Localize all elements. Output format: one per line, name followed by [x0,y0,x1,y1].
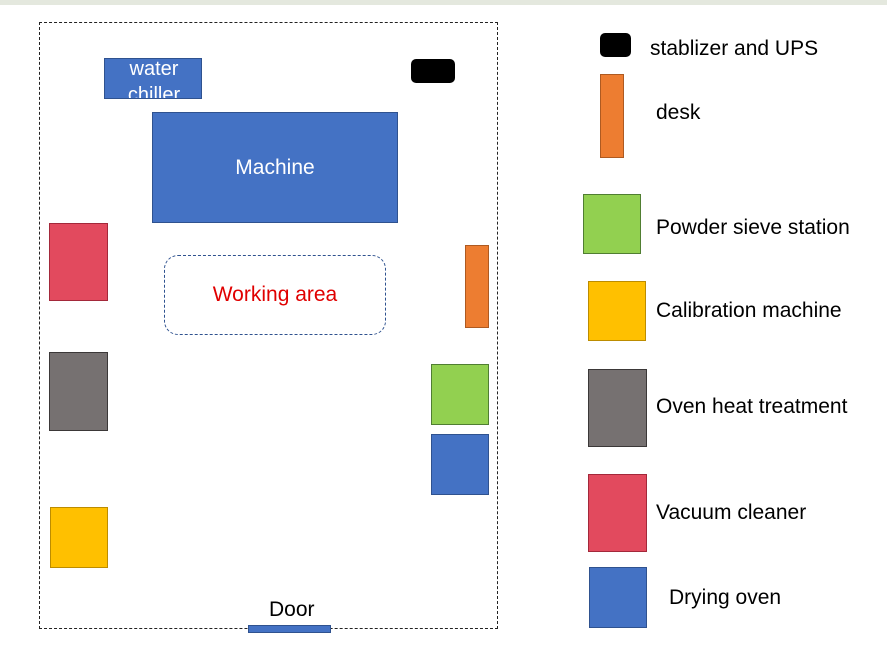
legend-swatch-vacuum [588,474,647,552]
calibration-machine [50,507,108,568]
oven-heat-treatment [49,352,108,431]
legend-label-desk: desk [656,101,701,124]
water-chiller-label: water chiller [127,58,181,99]
stabilizer-ups [411,59,455,83]
legend-label-vacuum: Vacuum cleaner [656,501,807,524]
working-area-label: Working area [212,283,338,306]
powder-sieve-station [431,364,489,425]
legend-label-stabilizer: stablizer and UPS [650,37,819,60]
legend-label-calibration: Calibration machine [656,299,842,322]
legend-label-powder-sieve: Powder sieve station [656,216,850,239]
door [248,625,331,633]
water-chiller: water chiller [104,58,202,99]
desk [465,245,489,328]
vacuum-cleaner [49,223,108,301]
drying-oven [431,434,489,495]
top-border [0,0,887,5]
legend-swatch-drying-oven [589,567,647,628]
machine-label: Machine [235,156,315,179]
legend-swatch-oven-heat [588,369,647,447]
legend-label-oven-heat: Oven heat treatment [656,395,848,418]
legend-swatch-powder-sieve [583,194,641,254]
legend-swatch-stabilizer [600,33,631,57]
door-label: Door [269,598,315,621]
legend-swatch-calibration [588,281,646,341]
working-area: Working area [164,255,386,335]
legend-label-drying-oven: Drying oven [669,586,782,609]
legend-swatch-desk [600,74,624,158]
machine: Machine [152,112,398,223]
